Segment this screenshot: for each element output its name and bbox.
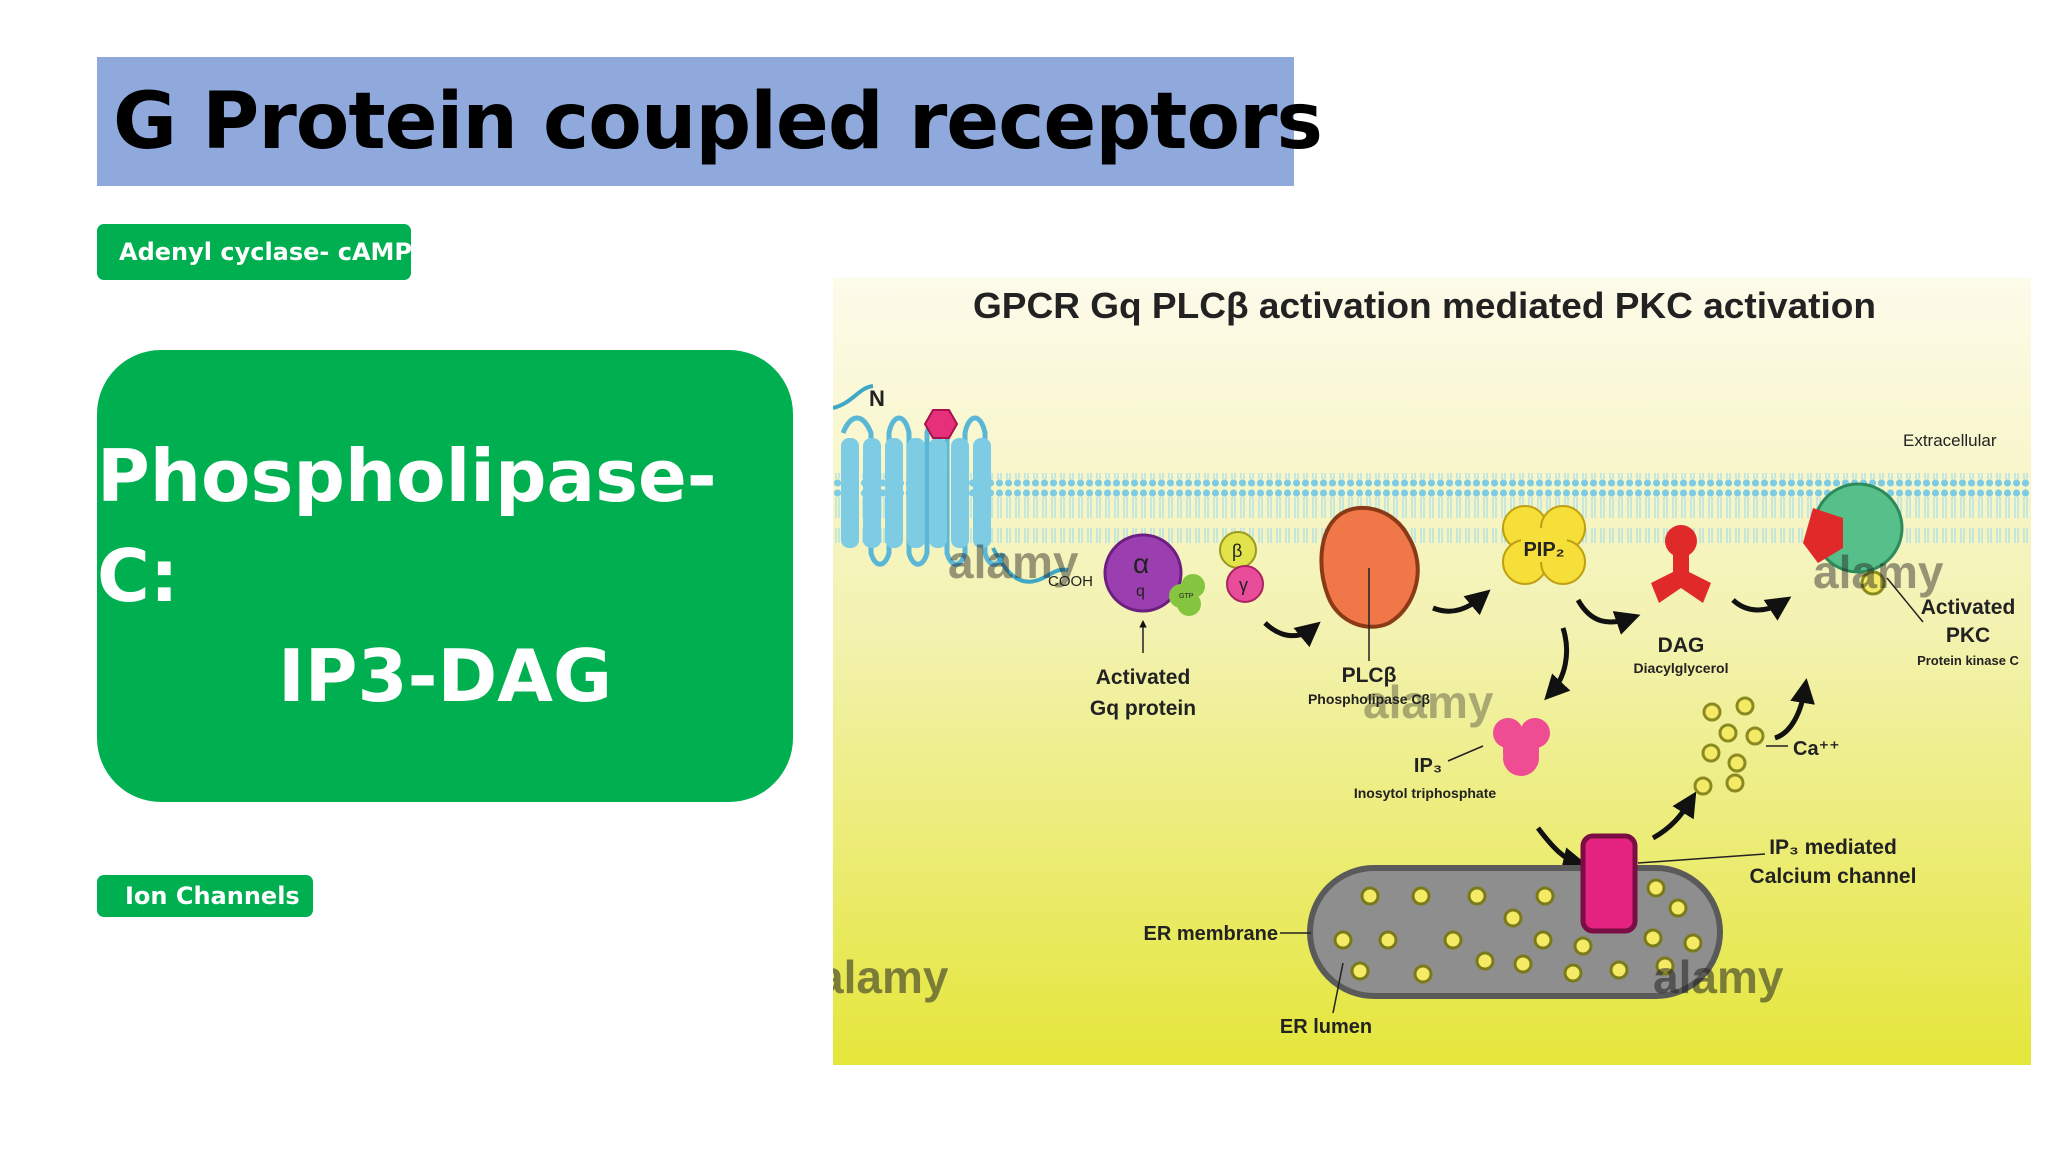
plcb-full-label: Phospholipase Cβ xyxy=(1308,691,1431,707)
watermark-2: alamy xyxy=(1363,676,1494,728)
figure-title: GPCR Gq PLCβ activation mediated PKC act… xyxy=(973,285,1876,326)
alpha-subunit-label: α xyxy=(1133,548,1149,579)
calcium-channel xyxy=(1580,833,1638,934)
watermark-1: alamy xyxy=(948,536,1079,588)
pip2-label: PIP₂ xyxy=(1523,539,1564,561)
gpcr-figure: GPCR Gq PLCβ activation mediated PKC act… xyxy=(833,278,2031,1065)
title-bar: G Protein coupled receptors xyxy=(97,57,1323,186)
phospholipase-card: Phospholipase-C: IP3-DAG xyxy=(97,350,793,802)
beta-subunit-label: β xyxy=(1232,541,1242,561)
er-lumen-pointer xyxy=(1332,962,1344,1014)
gq-label-line-2: Gq protein xyxy=(1090,697,1196,720)
er-membrane-label: ER membrane xyxy=(1144,923,1279,945)
pkc-label-line-1: Activated xyxy=(1921,596,2016,619)
dag-molecule xyxy=(1651,525,1711,603)
ip3-full-label: Inosytol triphosphate xyxy=(1354,785,1497,801)
n-terminus-label: N xyxy=(869,386,885,411)
adenyl-cyclase-pill: Adenyl cyclase- cAMP xyxy=(97,224,412,280)
cooh-label: COOH xyxy=(1048,573,1093,590)
ion-channels-pill: Ion Channels xyxy=(97,875,313,917)
dag-full-label: Diacylglycerol xyxy=(1634,660,1729,676)
plcb-label: PLCβ xyxy=(1342,664,1397,687)
pathway-arrows xyxy=(1263,589,1815,872)
channel-label-line-1: IP₃ mediated xyxy=(1769,836,1897,859)
gq-label-line-1: Activated xyxy=(1096,666,1191,689)
channel-pointer xyxy=(1637,853,1766,864)
pkc-label-line-2: PKC xyxy=(1946,624,1990,647)
gtp-label: GTP xyxy=(1179,593,1194,600)
pkc-enzyme xyxy=(1803,482,1904,596)
er-calcium-ions xyxy=(1333,878,1703,984)
plcb-enzyme xyxy=(1319,505,1420,629)
ip3-label: IP₃ xyxy=(1414,755,1442,777)
extracellular-label: Extracellular xyxy=(1903,431,1997,450)
gpcr-receptor xyxy=(833,384,1069,584)
channel-label-line-2: Calcium channel xyxy=(1750,865,1917,888)
pkc-pointer xyxy=(1886,577,1924,623)
ip3-pointer xyxy=(1447,745,1484,762)
slide-title: G Protein coupled receptors xyxy=(113,76,1323,167)
calcium-label: Ca⁺⁺ xyxy=(1793,738,1840,760)
watermark-3: alamy xyxy=(1813,546,1944,598)
card-line-1: Phospholipase-C: xyxy=(97,434,717,618)
watermark-4: alamy xyxy=(833,951,949,1003)
gq-protein xyxy=(1103,531,1264,616)
er-lumen-label: ER lumen xyxy=(1280,1016,1372,1038)
gpcr-diagram: GPCR Gq PLCβ activation mediated PKC act… xyxy=(833,278,2031,1065)
pip2-molecule xyxy=(1502,505,1586,585)
dag-label: DAG xyxy=(1658,634,1705,657)
pkc-full-label: Protein kinase C xyxy=(1917,653,2019,668)
watermark-5: alamy xyxy=(1653,951,1784,1003)
gamma-subunit-label: γ xyxy=(1239,575,1248,595)
q-subunit-label: q xyxy=(1136,583,1145,600)
card-line-2: IP3-DAG xyxy=(277,634,613,718)
ip3-molecule xyxy=(1493,718,1550,776)
calcium-ions xyxy=(1693,696,1765,796)
